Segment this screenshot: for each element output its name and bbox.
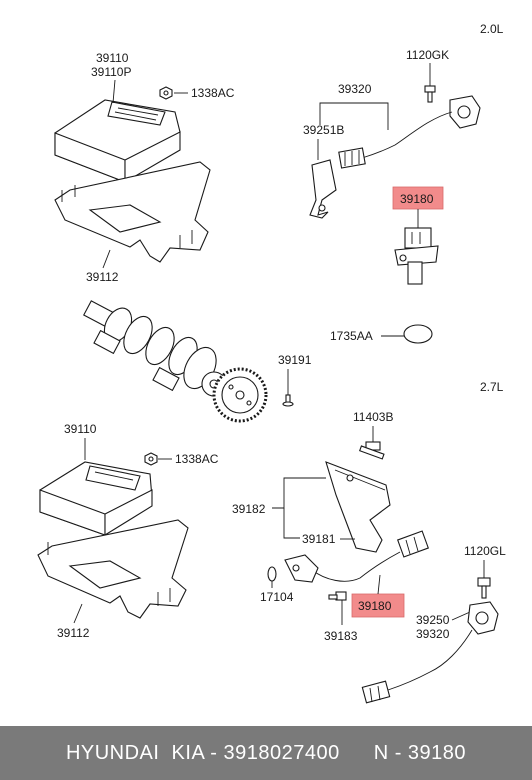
label-sensor-upper: 39180 bbox=[400, 192, 434, 206]
ecu-lower-drawing bbox=[39, 461, 153, 536]
bolt-lower-drawing bbox=[358, 441, 385, 460]
label-plug: 1735AA bbox=[330, 329, 373, 343]
footer-code: N - 39180 bbox=[373, 741, 467, 764]
label-oring: 17104 bbox=[260, 590, 294, 604]
label-sensor-bracket-sub: 39181 bbox=[302, 532, 336, 546]
label-sensor-lower: 39180 bbox=[358, 599, 392, 613]
label-nut-upper: 1338AC bbox=[191, 86, 235, 100]
sensor-bolt-drawing bbox=[328, 591, 347, 601]
label-bracket-lower: 39112 bbox=[57, 626, 90, 640]
connector-upper-drawing bbox=[338, 147, 366, 169]
screw-drawing bbox=[282, 394, 294, 407]
label-bracket-upper: 39112 bbox=[86, 270, 119, 284]
label-bolt-lower: 11403B bbox=[353, 410, 393, 424]
bracket-upper-drawing bbox=[54, 161, 211, 263]
footer-part-number: HYUNDAI KIA - 3918027400 bbox=[65, 741, 340, 764]
crank-sensor-lower-drawing bbox=[284, 554, 319, 583]
label-bolt-knock: 1120GL bbox=[464, 544, 506, 558]
nut-upper-drawing bbox=[159, 86, 173, 100]
bolt-knock-drawing bbox=[477, 577, 491, 599]
plug-drawing bbox=[403, 324, 433, 344]
label-ecu-upper-alt: 39110P bbox=[91, 65, 131, 79]
label-ecu-lower: 39110 bbox=[64, 422, 97, 436]
ecu-upper-drawing bbox=[54, 99, 181, 183]
bolt-upper-drawing bbox=[424, 85, 436, 103]
knock-sensor-lower-drawing bbox=[467, 601, 499, 635]
label-harness-lower: 39320 bbox=[416, 627, 450, 641]
label-harness-upper: 39320 bbox=[338, 82, 372, 96]
parts-diagram: 2.0L 2.7L 39110 39110P 1338AC 39112 3932… bbox=[37, 22, 506, 704]
sensor-bracket-drawing bbox=[325, 461, 391, 553]
connector-lower-drawing bbox=[397, 530, 429, 558]
oring-drawing bbox=[267, 566, 277, 582]
label-nut-lower: 1338AC bbox=[175, 452, 219, 466]
label-bolt-upper: 1120GK bbox=[406, 48, 449, 62]
label-knock-sensor: 39250 bbox=[416, 613, 450, 627]
clip-upper-drawing bbox=[309, 159, 337, 219]
label-sensor-bracket: 39182 bbox=[232, 502, 266, 516]
nut-lower-drawing bbox=[144, 452, 158, 466]
crank-sensor-upper-drawing bbox=[394, 227, 439, 285]
label-sensor-bolt: 39183 bbox=[324, 629, 358, 643]
variant-label-lower: 2.7L bbox=[480, 380, 504, 394]
knock-sensor-upper-drawing bbox=[449, 95, 481, 129]
crankshaft-drawing bbox=[83, 300, 227, 397]
label-screw: 39191 bbox=[278, 353, 312, 367]
footer-bar: HYUNDAI KIA - 3918027400 N - 39180 bbox=[0, 726, 532, 780]
label-clip-upper: 39251B bbox=[303, 123, 344, 137]
label-ecu-upper: 39110 bbox=[96, 51, 129, 65]
bracket-lower-drawing bbox=[37, 519, 189, 619]
variant-label-upper: 2.0L bbox=[480, 22, 504, 36]
reluctor-ring-drawing bbox=[212, 367, 268, 423]
connector-knock-drawing bbox=[361, 680, 391, 704]
